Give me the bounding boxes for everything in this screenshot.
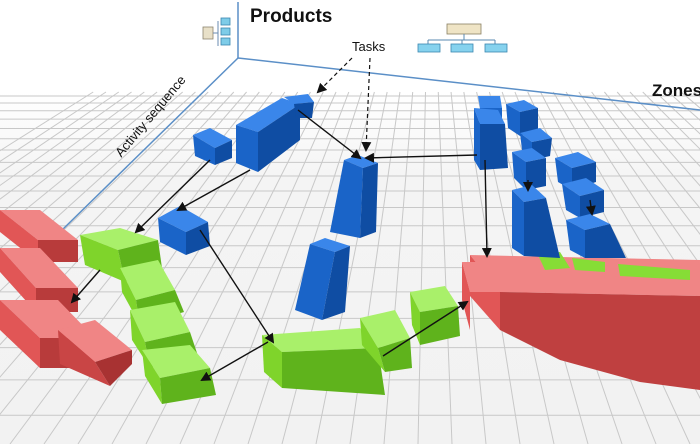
task-block xyxy=(236,98,300,172)
grid-line xyxy=(0,91,107,162)
hierarchy-tree-icon xyxy=(202,17,231,46)
task-block xyxy=(555,152,596,190)
green-block-long xyxy=(262,328,385,395)
task-block xyxy=(284,94,314,118)
green-block-top xyxy=(572,258,605,272)
task-block xyxy=(193,128,232,165)
sequence-arrow xyxy=(364,152,478,163)
org-chart-icon xyxy=(417,23,508,53)
sequence-arrow xyxy=(134,159,211,234)
sequence-arrow xyxy=(199,229,275,344)
task-block xyxy=(566,214,626,258)
red-block xyxy=(462,262,500,330)
grid-line xyxy=(0,91,171,232)
products-axis-title: Products xyxy=(250,6,333,27)
tasks-label: Tasks xyxy=(352,39,386,54)
task-block xyxy=(474,108,508,170)
red-zone-blocks xyxy=(0,210,700,390)
sequence-arrow xyxy=(297,109,362,160)
grid-line xyxy=(0,91,120,174)
green-block-top xyxy=(618,264,690,280)
task-block xyxy=(158,206,210,255)
red-block xyxy=(58,320,132,386)
red-block-long xyxy=(470,255,700,390)
zones-axis xyxy=(237,57,700,111)
tasks-callout xyxy=(361,57,372,152)
sequence-arrows xyxy=(70,109,596,381)
grid-line xyxy=(616,91,700,187)
sequence-arrow xyxy=(585,199,596,216)
grid-line xyxy=(0,91,132,187)
grid-line xyxy=(0,91,145,200)
grid-line xyxy=(578,91,700,266)
grid-line xyxy=(591,91,700,235)
task-block xyxy=(512,185,560,258)
grid-line xyxy=(629,91,700,167)
grid-line xyxy=(604,91,700,209)
green-blocks xyxy=(80,228,690,404)
tasks-callout-lines xyxy=(316,57,372,152)
grid-line xyxy=(0,91,94,152)
task-block xyxy=(330,155,378,238)
green-block xyxy=(360,310,412,372)
sequence-arrow xyxy=(200,341,269,381)
activity-sequence-axis xyxy=(59,57,239,233)
sequence-arrow xyxy=(70,269,101,304)
zones-axis-title: Zones xyxy=(652,81,700,100)
task-blocks xyxy=(158,94,626,320)
green-block xyxy=(410,286,460,345)
sequence-arrow xyxy=(382,300,469,357)
task-block xyxy=(295,238,350,320)
grid-line xyxy=(0,91,183,250)
axes xyxy=(59,2,700,233)
sequence-arrow xyxy=(481,159,492,258)
tasks-callout xyxy=(316,57,353,94)
task-block xyxy=(506,100,538,136)
sequence-arrow xyxy=(176,169,251,211)
grid-line xyxy=(0,91,158,215)
